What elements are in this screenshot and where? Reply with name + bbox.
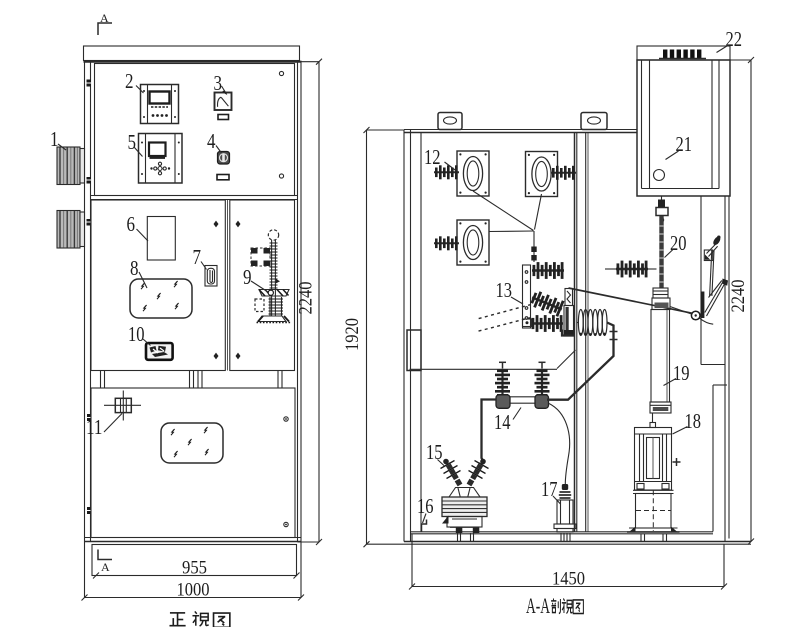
svg-text:A: A xyxy=(100,11,109,25)
svg-text:1450: 1450 xyxy=(552,569,585,590)
svg-text:19: 19 xyxy=(673,361,690,385)
svg-text:5: 5 xyxy=(128,130,137,154)
svg-text:1: 1 xyxy=(50,127,59,151)
svg-text:2: 2 xyxy=(125,69,134,93)
svg-text:3: 3 xyxy=(214,71,223,95)
svg-text:A: A xyxy=(101,560,110,574)
svg-text:17: 17 xyxy=(541,477,558,501)
svg-text:8: 8 xyxy=(130,256,139,280)
svg-text:10: 10 xyxy=(128,322,145,346)
svg-text:4: 4 xyxy=(207,129,216,153)
svg-text:A-A: A-A xyxy=(526,594,550,618)
svg-text:21: 21 xyxy=(676,132,693,156)
svg-text:18: 18 xyxy=(685,409,702,433)
svg-text:13: 13 xyxy=(496,278,513,302)
svg-text:14: 14 xyxy=(494,410,511,434)
svg-text:1000: 1000 xyxy=(177,580,210,601)
svg-text:22: 22 xyxy=(726,27,743,51)
svg-text:7: 7 xyxy=(193,245,202,269)
svg-text:9: 9 xyxy=(243,265,252,289)
svg-text:955: 955 xyxy=(182,558,207,579)
svg-text:15: 15 xyxy=(426,440,443,464)
svg-text:11: 11 xyxy=(86,415,103,439)
svg-text:6: 6 xyxy=(127,212,136,236)
svg-text:16: 16 xyxy=(417,494,434,518)
svg-text:2240: 2240 xyxy=(296,282,317,315)
svg-text:1920: 1920 xyxy=(342,318,363,351)
svg-text:2240: 2240 xyxy=(728,280,749,313)
svg-text:20: 20 xyxy=(670,231,687,255)
svg-text:12: 12 xyxy=(424,145,441,169)
